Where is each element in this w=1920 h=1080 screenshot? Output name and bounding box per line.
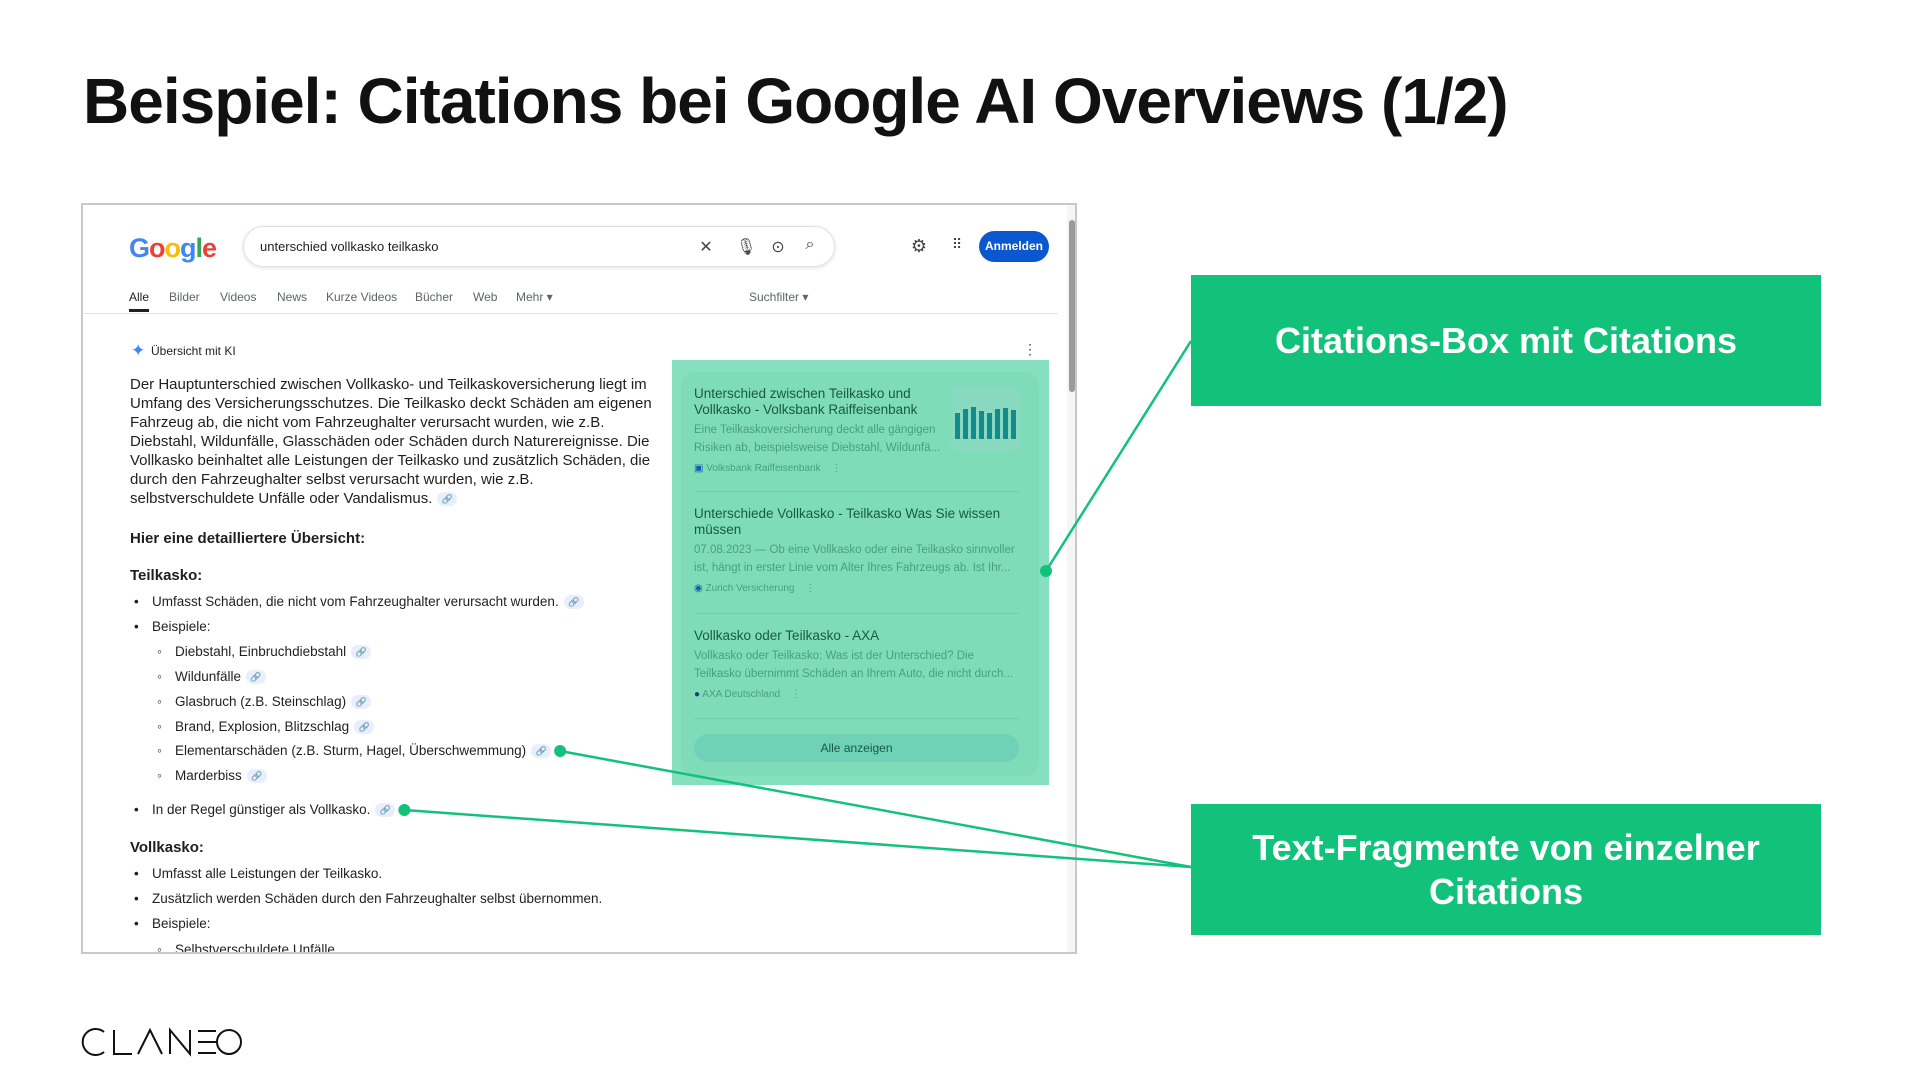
source-favicon-icon: ● [694, 689, 701, 700]
citation-link-icon[interactable]: 🔗 [246, 769, 267, 783]
list-item: Marderbiss🔗 [157, 768, 267, 783]
signin-button[interactable]: Anmelden [979, 231, 1049, 262]
divider [694, 613, 1019, 614]
citation-link-icon[interactable]: 🔗 [437, 492, 458, 506]
citation-item[interactable]: Vollkasko oder Teilkasko - AXA Vollkasko… [694, 628, 1013, 700]
show-all-button[interactable]: Alle anzeigen [694, 734, 1019, 762]
citation-link-icon[interactable]: 🔗 [375, 803, 396, 817]
list-item: Selbstverschuldete Unfälle [157, 942, 335, 952]
apps-grid-icon[interactable]: ⠿ [951, 236, 962, 252]
list-item: Brand, Explosion, Blitzschlag🔗 [157, 719, 375, 734]
list-item: Beispiele: [134, 916, 210, 931]
citation-link-icon[interactable]: 🔗 [351, 645, 372, 659]
citation-link-icon[interactable]: 🔗 [563, 595, 584, 609]
google-screenshot: Google unterschied vollkasko teilkasko ✕… [81, 203, 1077, 954]
list-item: Glasbruch (z.B. Steinschlag)🔗 [157, 694, 372, 709]
list-item: Elementarschäden (z.B. Sturm, Hagel, Übe… [157, 743, 552, 758]
list-item: Zusätzlich werden Schäden durch den Fahr… [134, 891, 602, 906]
tab-buecher[interactable]: Bücher [415, 290, 454, 304]
search-icon[interactable]: ⌕ [805, 236, 815, 253]
citation-link-icon[interactable]: 🔗 [354, 720, 375, 734]
tab-mehr[interactable]: Mehr ▾ [516, 290, 553, 304]
citation-item[interactable]: Unterschiede Vollkasko - Teilkasko Was S… [694, 506, 1015, 594]
header-divider [83, 313, 1058, 314]
microphone-icon[interactable]: 🎙 [736, 239, 757, 256]
citation-link-icon[interactable]: 🔗 [531, 744, 552, 758]
active-tab-indicator [129, 309, 149, 312]
source-favicon-icon: ◉ [694, 583, 703, 594]
tab-web[interactable]: Web [473, 290, 498, 304]
citations-box: Unterschied zwischen Teilkasko und Vollk… [672, 360, 1049, 785]
tab-videos[interactable]: Videos [220, 290, 257, 304]
divider [694, 491, 1019, 492]
divider [694, 718, 1019, 719]
citation-thumbnail-chart [951, 386, 1020, 451]
gear-icon[interactable]: ⚙ [910, 236, 928, 256]
ai-sparkle-icon: ✦ [131, 341, 146, 360]
tab-kurze-videos[interactable]: Kurze Videos [326, 290, 398, 304]
citation-link-icon[interactable]: 🔗 [246, 670, 267, 684]
citation-item[interactable]: Unterschied zwischen Teilkasko und Vollk… [694, 386, 941, 474]
list-item: Diebstahl, Einbruchdiebstahl🔗 [157, 644, 372, 659]
lens-icon[interactable]: ⊙ [771, 239, 785, 256]
tab-bilder[interactable]: Bilder [169, 290, 200, 304]
callout-citations-box: Citations-Box mit Citations [1191, 275, 1821, 406]
google-logo: Google [129, 233, 217, 263]
tab-news[interactable]: News [277, 290, 308, 304]
source-favicon-icon: ▣ [694, 463, 704, 474]
ai-summary-paragraph: Der Hauptunterschied zwischen Vollkasko-… [130, 376, 652, 507]
detail-heading: Hier eine detailliertere Übersicht: [130, 530, 366, 547]
claneo-logo [81, 1027, 242, 1057]
more-options-icon: ⋮ [831, 463, 842, 474]
search-filter[interactable]: Suchfilter ▾ [749, 290, 809, 304]
list-item: Wildunfälle🔗 [157, 669, 267, 684]
list-item: Umfasst Schäden, die nicht vom Fahrzeugh… [134, 594, 584, 609]
scrollbar[interactable] [1067, 205, 1075, 952]
ai-overview-label: Übersicht mit KI [151, 344, 236, 358]
list-item: Beispiele: [134, 619, 210, 634]
clear-icon[interactable]: ✕ [699, 239, 713, 256]
citation-link-icon[interactable]: 🔗 [351, 695, 372, 709]
more-options-icon: ⋮ [790, 689, 801, 700]
list-item: In der Regel günstiger als Vollkasko.🔗 [134, 802, 396, 817]
list-item: Umfasst alle Leistungen der Teilkasko. [134, 866, 382, 881]
search-input[interactable]: unterschied vollkasko teilkasko ✕ 🎙 ⊙ ⌕ [243, 226, 835, 267]
vollkasko-heading: Vollkasko: [130, 839, 204, 856]
slide-title: Beispiel: Citations bei Google AI Overvi… [83, 65, 1509, 137]
scrollbar-thumb[interactable] [1069, 220, 1075, 392]
tab-alle[interactable]: Alle [129, 290, 150, 304]
more-options-icon: ⋮ [805, 583, 816, 594]
more-options-icon[interactable]: ⋮ [1023, 341, 1037, 357]
teilkasko-heading: Teilkasko: [130, 567, 203, 584]
